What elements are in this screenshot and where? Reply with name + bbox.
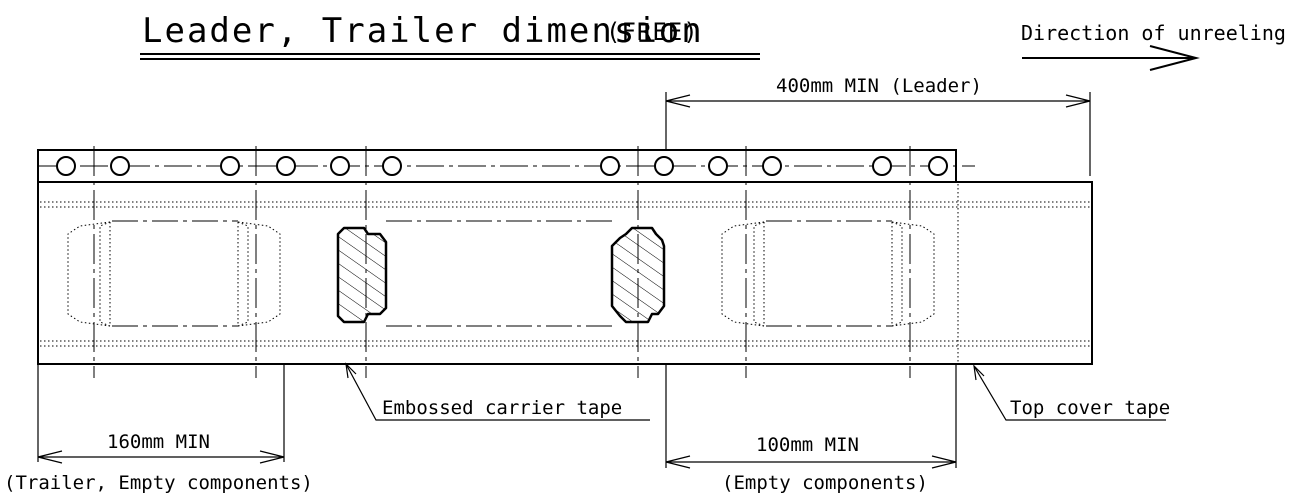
empty-pocket-left-centerlines — [112, 220, 238, 327]
trailer-arrow-left — [37, 450, 63, 464]
trailer-description-label: (Trailer, Empty components) — [4, 472, 313, 494]
sprocket-hole — [708, 156, 728, 176]
empty-pocket-left — [67, 221, 281, 327]
empty-arrow-right — [931, 455, 957, 469]
sprocket-hole — [928, 156, 948, 176]
loaded-pocket-centerlines — [386, 220, 612, 327]
sprocket-hole — [330, 156, 350, 176]
direction-arrow-head — [1149, 45, 1200, 71]
empty-pocket-right-centerlines — [766, 220, 892, 327]
title-qualifier: (FREE) — [606, 18, 699, 46]
cover-leader-line — [973, 365, 1166, 421]
carrier-tape-body — [37, 181, 1093, 365]
pitch-lines — [93, 146, 911, 378]
empty-length-label: 100mm MIN — [756, 434, 859, 456]
empty-pocket-right — [721, 221, 935, 327]
carrier-leader-arrow — [345, 362, 357, 379]
direction-label: Direction of unreeling — [1021, 21, 1286, 45]
sprocket-hole — [600, 156, 620, 176]
sprocket-hole — [276, 156, 296, 176]
sprocket-hole — [382, 156, 402, 176]
carrier-tape-label: Embossed carrier tape — [382, 397, 622, 419]
cover-leader-arrow — [973, 364, 985, 381]
trailer-length-label: 160mm MIN — [107, 431, 210, 453]
component-section-right — [610, 226, 666, 324]
sprocket-holes — [56, 156, 948, 176]
leader-dimension-label: 400mm MIN (Leader) — [776, 75, 982, 97]
sprocket-hole — [762, 156, 782, 176]
component-section-left — [336, 226, 388, 324]
sprocket-hole — [56, 156, 76, 176]
cover-tape-label: Top cover tape — [1010, 397, 1170, 419]
sprocket-hole — [654, 156, 674, 176]
title-main: Leader, Trailer dimension — [142, 11, 704, 51]
sprocket-hole — [872, 156, 892, 176]
carrier-leader-line — [345, 363, 650, 421]
empty-arrow-left — [665, 455, 691, 469]
sprocket-hole — [110, 156, 130, 176]
empty-description-label: (Empty components) — [722, 472, 928, 494]
trailer-arrow-right — [259, 450, 285, 464]
sprocket-hole — [220, 156, 240, 176]
